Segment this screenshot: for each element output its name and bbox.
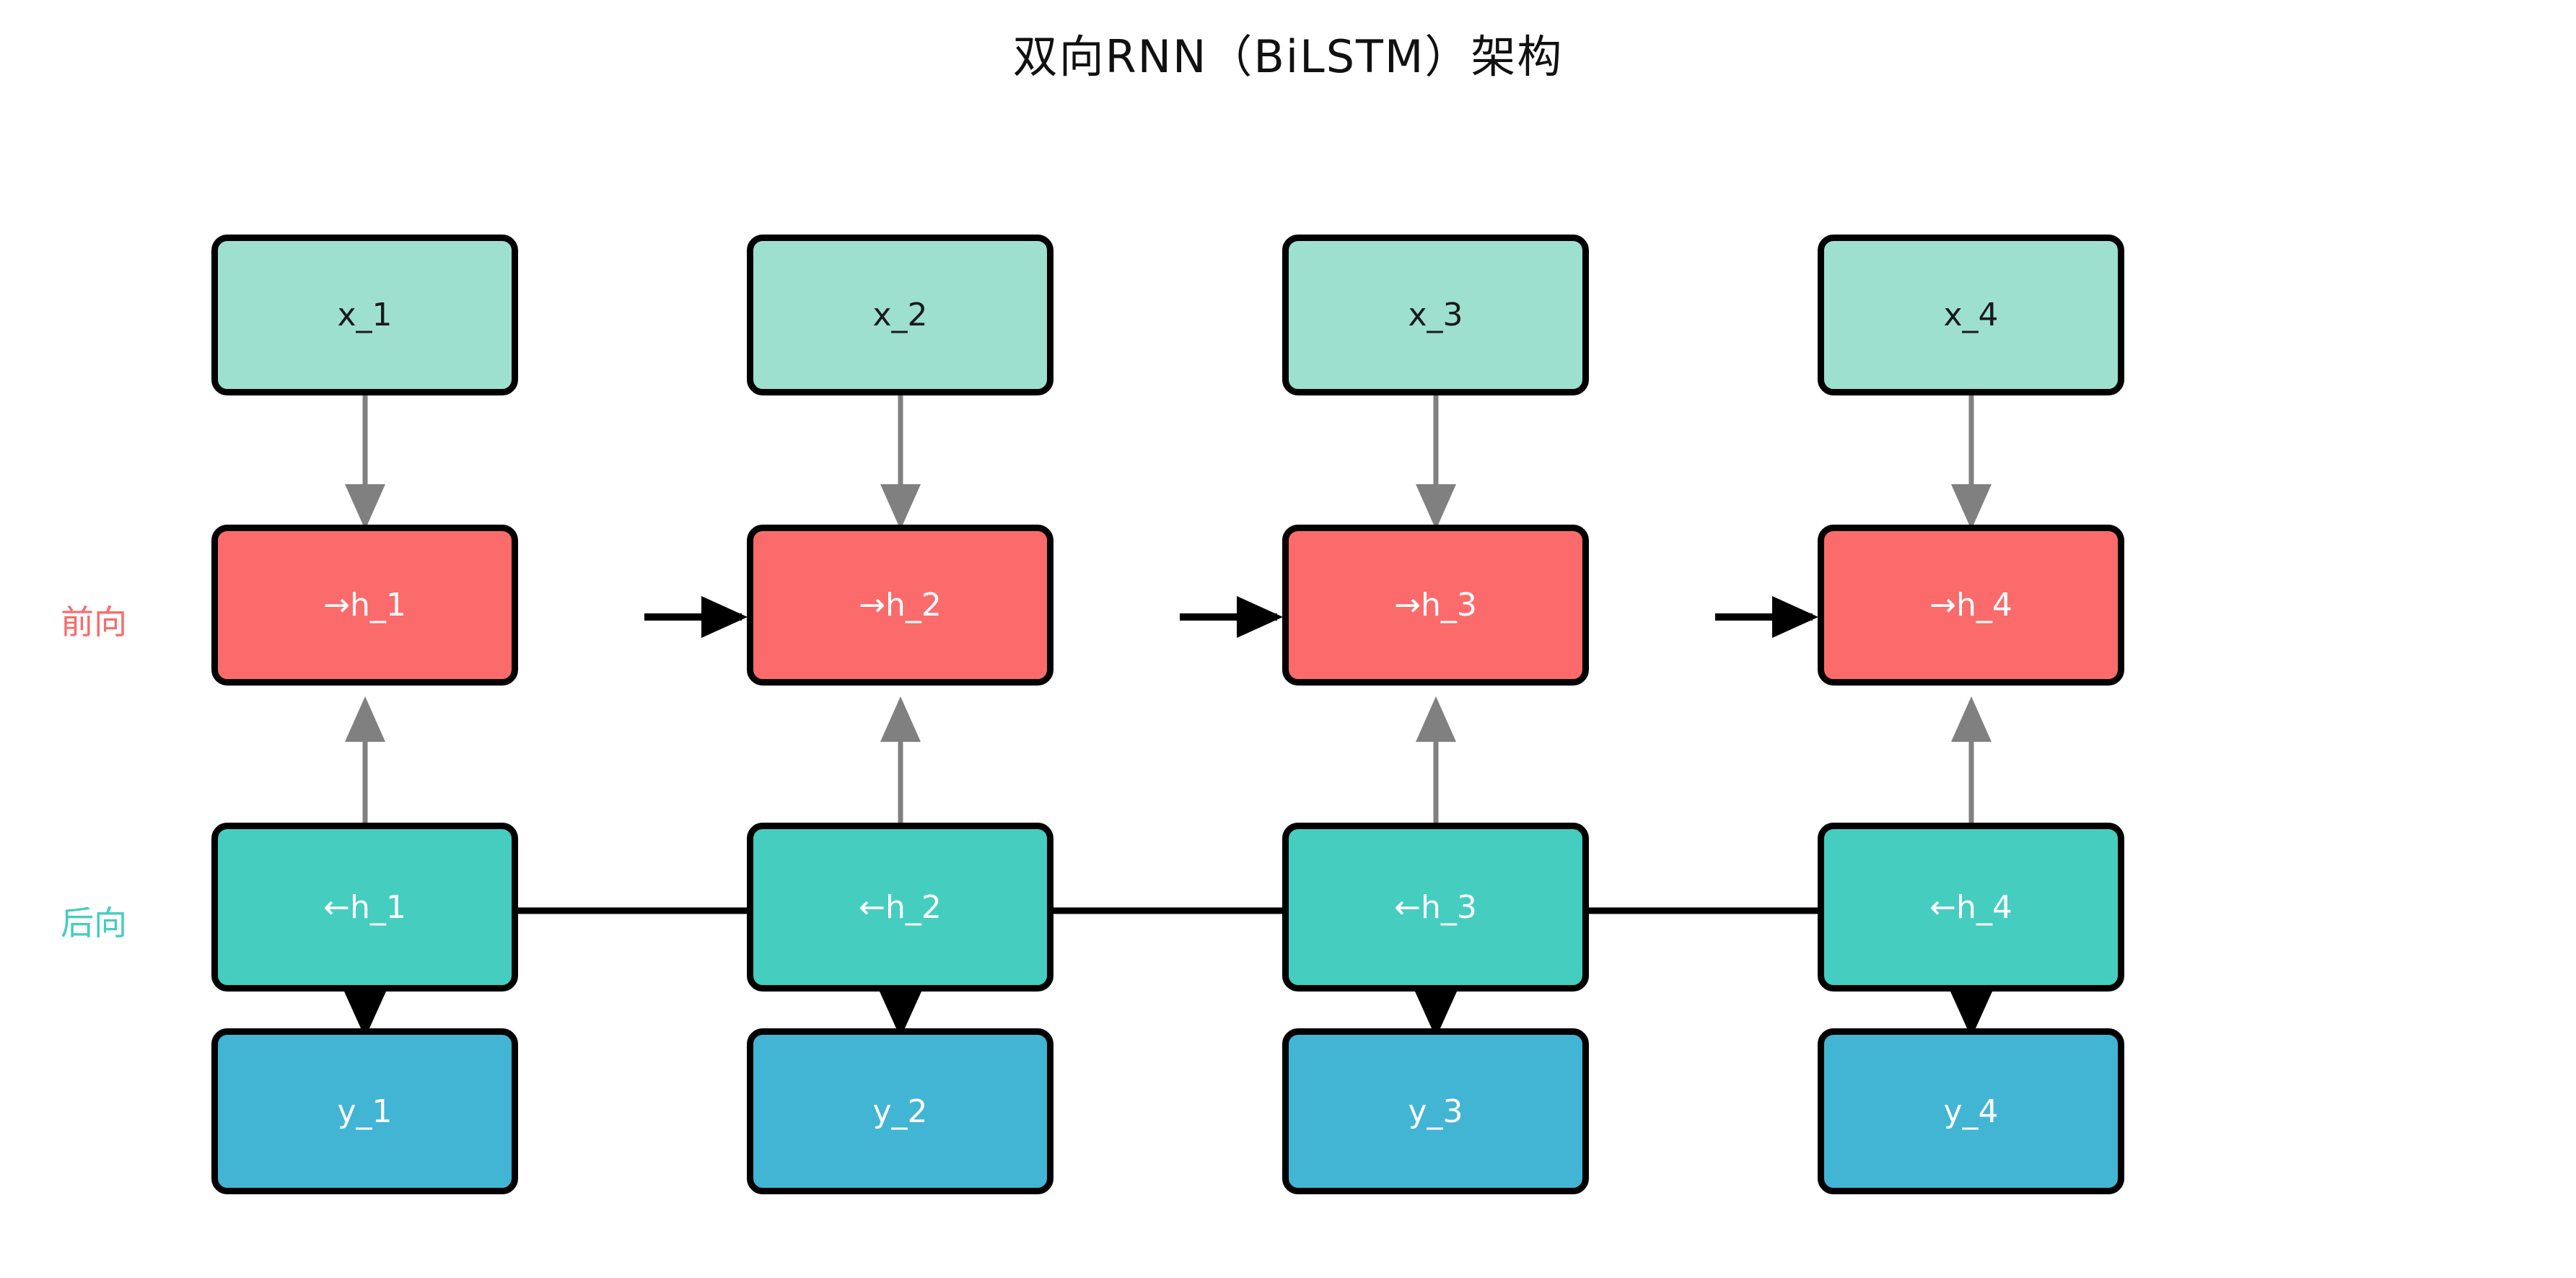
node-input-1[interactable]: x_1 xyxy=(211,235,518,395)
node-input-2[interactable]: x_2 xyxy=(747,235,1053,395)
node-forward-hidden-1[interactable]: →h_1 xyxy=(211,525,518,686)
node-output-1[interactable]: y_1 xyxy=(211,1028,518,1194)
node-backward-hidden-1[interactable]: ←h_1 xyxy=(211,823,518,992)
node-forward-hidden-4[interactable]: →h_4 xyxy=(1818,525,2124,686)
node-output-4[interactable]: y_4 xyxy=(1818,1028,2124,1194)
node-input-3[interactable]: x_3 xyxy=(1282,235,1589,395)
edge-backward-to-output-group xyxy=(336,973,2001,1038)
page-title: 双向RNN（BiLSTM）架构 xyxy=(1012,30,1564,83)
node-input-4[interactable]: x_4 xyxy=(1818,235,2124,395)
node-backward-hidden-4[interactable]: ←h_4 xyxy=(1818,823,2124,992)
node-forward-hidden-2[interactable]: →h_2 xyxy=(747,525,1053,686)
edge-input-to-forward-group xyxy=(345,395,1992,530)
row-label-backward: 后向 xyxy=(61,903,127,942)
node-forward-hidden-3[interactable]: →h_3 xyxy=(1282,525,1589,686)
node-output-3[interactable]: y_3 xyxy=(1282,1028,1589,1194)
node-output-2[interactable]: y_2 xyxy=(747,1028,1053,1194)
edge-backward-to-forward-group xyxy=(345,696,1992,823)
row-label-forward: 前向 xyxy=(61,603,127,642)
node-backward-hidden-3[interactable]: ←h_3 xyxy=(1282,823,1589,992)
node-backward-hidden-2[interactable]: ←h_2 xyxy=(747,823,1053,992)
